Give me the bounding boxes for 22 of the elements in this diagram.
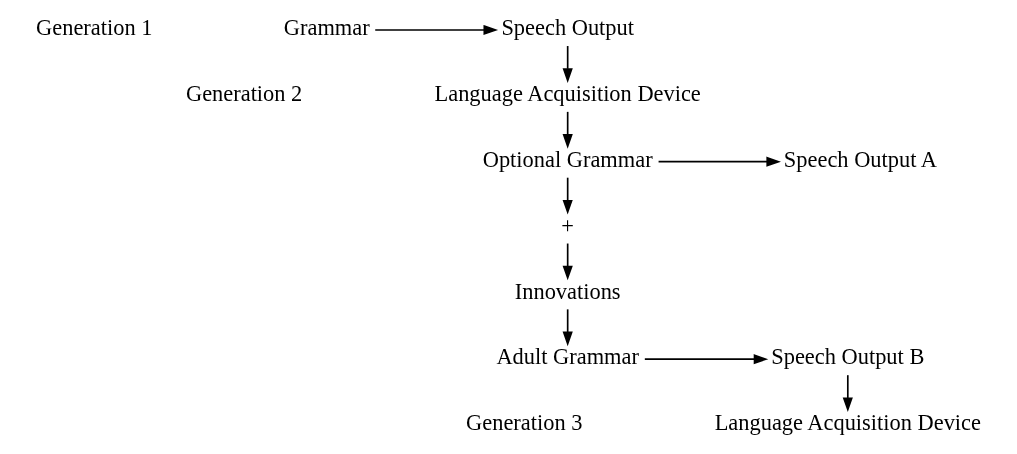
arrow — [562, 308, 573, 346]
arrow — [644, 353, 769, 364]
label: Generation 3 — [466, 409, 583, 435]
node-text: Language Acquisition Device — [434, 80, 701, 106]
arrow — [657, 156, 781, 167]
node-text: + — [561, 212, 574, 238]
arrow — [842, 373, 853, 412]
label: Generation 1 — [36, 14, 153, 40]
node-text: Optional Grammar — [482, 146, 653, 172]
node-text: Speech Output B — [771, 343, 925, 369]
arrow — [562, 110, 573, 149]
node-text: Innovations — [514, 278, 621, 304]
node-text: Language Acquisition Device — [714, 409, 981, 435]
arrow — [562, 176, 573, 215]
node-text: Speech Output A — [783, 146, 937, 172]
node-text: Grammar — [283, 14, 370, 40]
arrow — [562, 242, 573, 280]
node-text: Speech Output — [501, 14, 634, 40]
node-text: Adult Grammar — [496, 343, 639, 369]
arrow — [562, 44, 573, 83]
arrow — [374, 24, 499, 35]
label: Generation 2 — [185, 80, 303, 106]
